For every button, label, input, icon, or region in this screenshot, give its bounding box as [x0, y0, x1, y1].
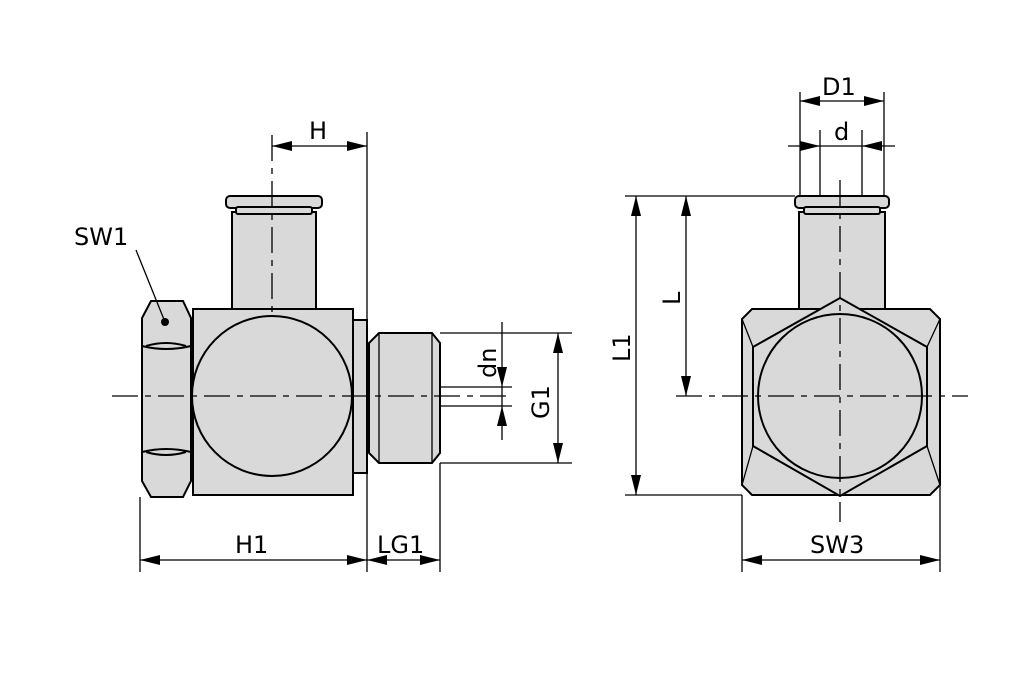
- front-view-collet: [803, 206, 881, 215]
- side-view-collet: [235, 206, 313, 215]
- label-h: H: [309, 117, 327, 145]
- label-dn: dn: [474, 348, 502, 378]
- label-d1: D1: [822, 73, 856, 101]
- front-view: [625, 92, 968, 572]
- label-g1: G1: [527, 385, 555, 419]
- front-view-tube-fitting: [798, 211, 886, 310]
- side-view-hex-nut: [141, 300, 192, 498]
- label-sw1: SW1: [74, 223, 128, 251]
- label-l: L: [658, 291, 686, 305]
- label-h1: H1: [235, 531, 268, 559]
- label-l1: L1: [608, 333, 636, 362]
- side-view-tube-fitting: [231, 211, 317, 310]
- side-view: [112, 132, 572, 572]
- label-lg1: LG1: [377, 531, 424, 559]
- label-d: d: [834, 118, 849, 146]
- label-sw3: SW3: [810, 531, 864, 559]
